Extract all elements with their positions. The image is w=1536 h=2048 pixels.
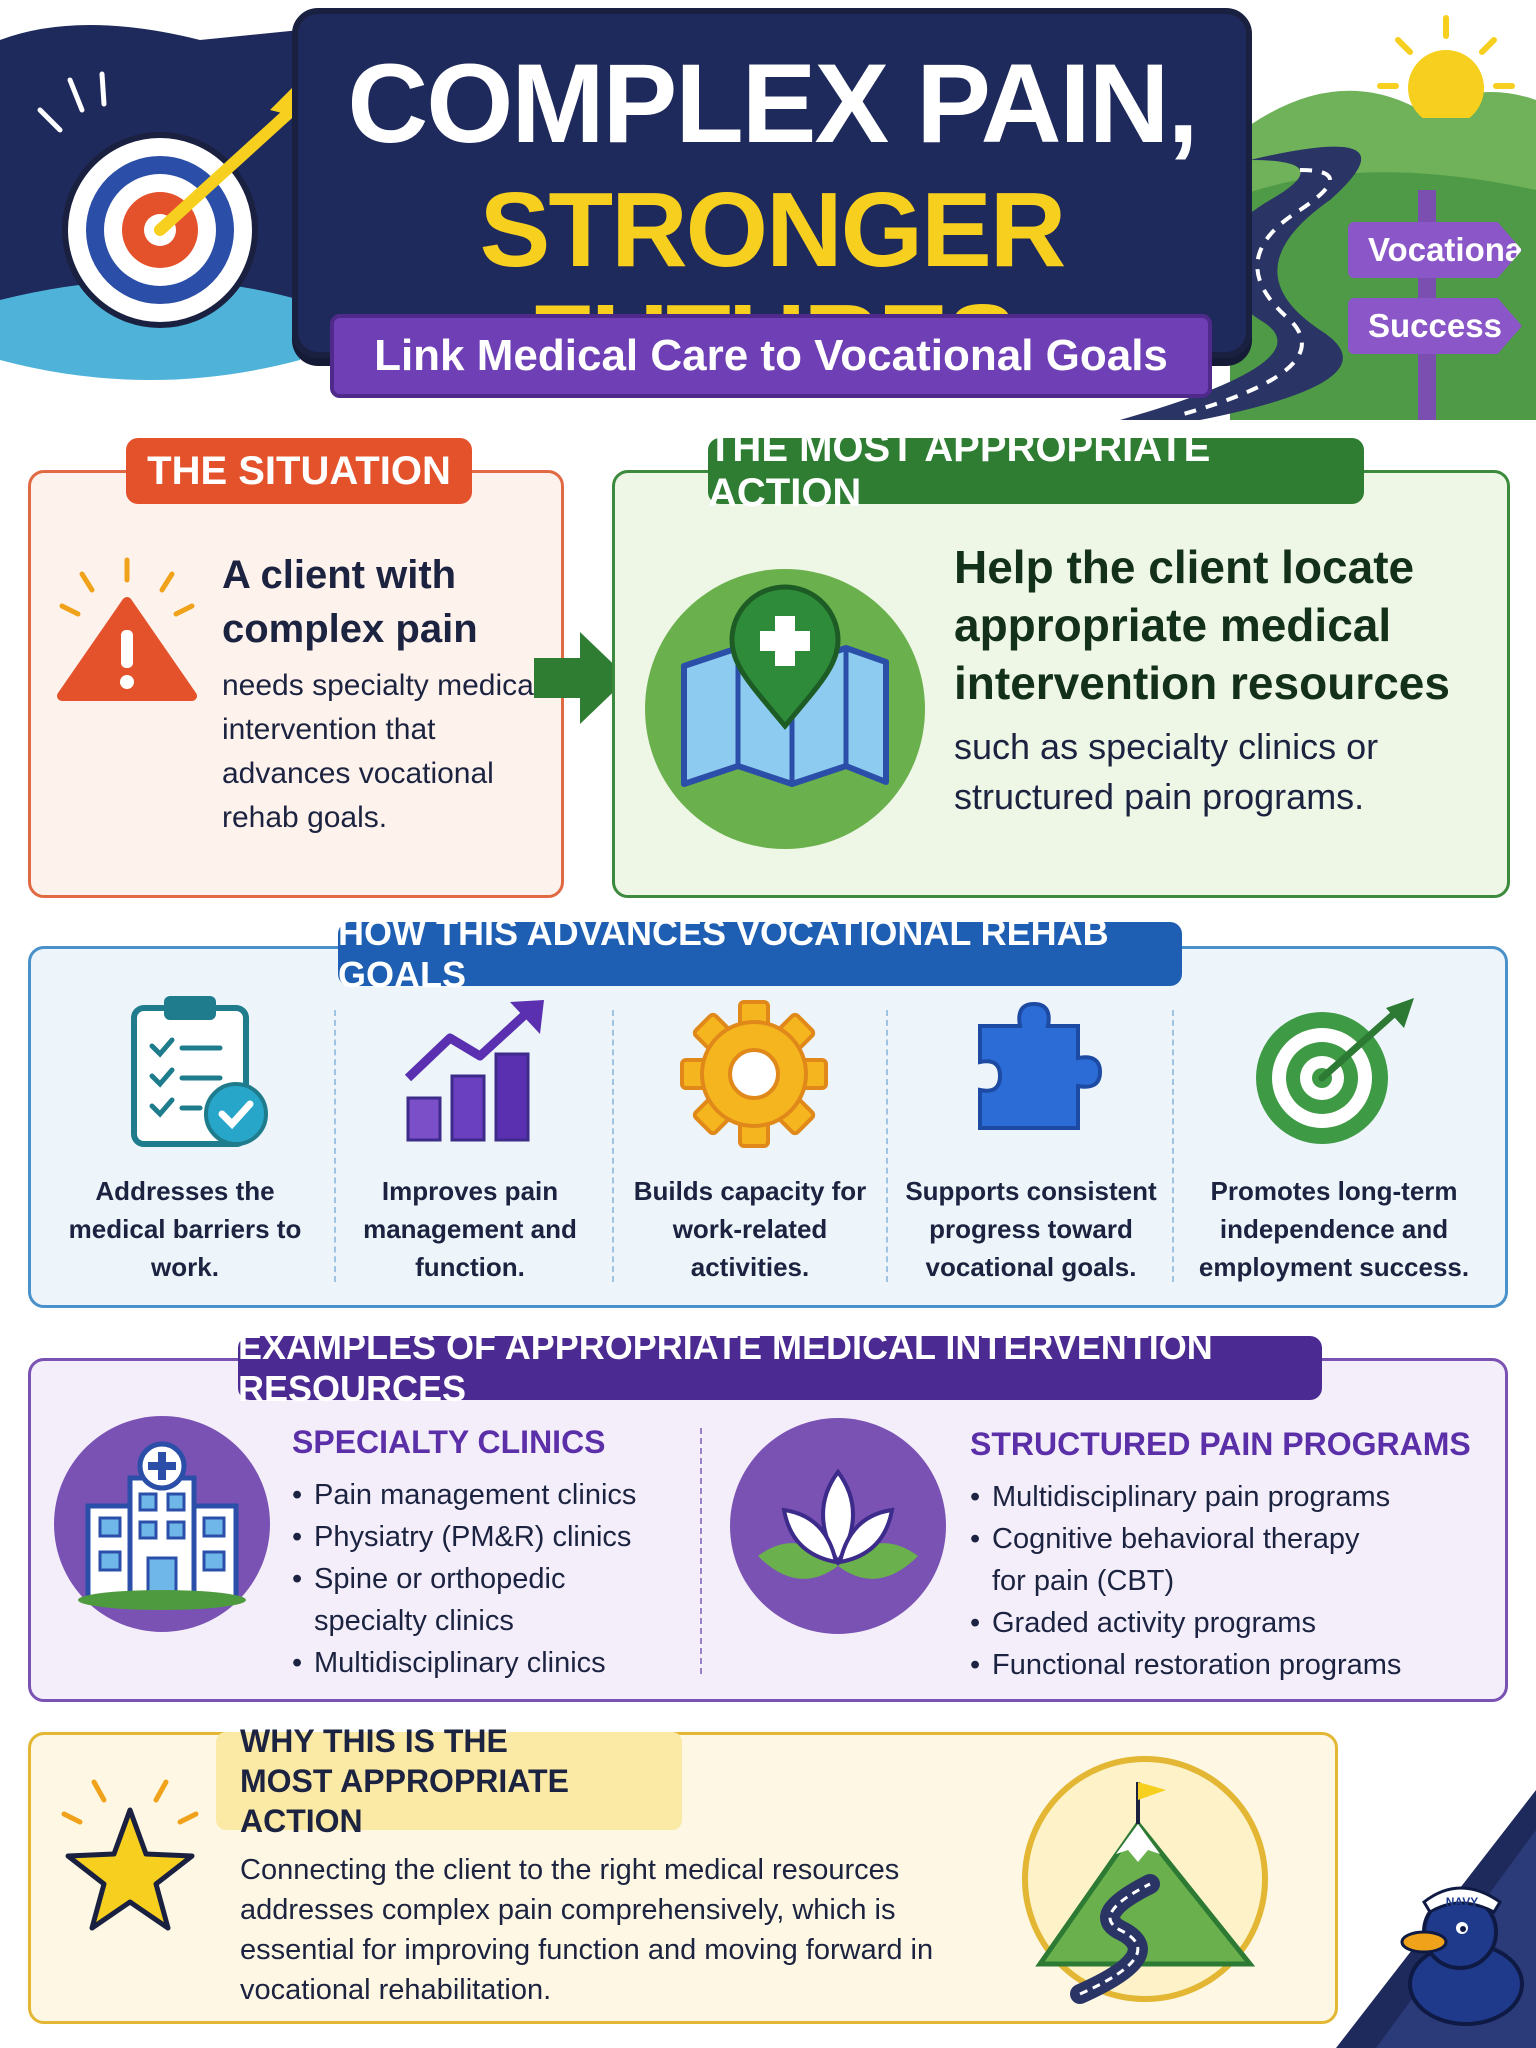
situation-body: needs specialty medical intervention tha… [222, 669, 541, 834]
specialty-clinics-list: Pain management clinics Physiatry (PM&R)… [292, 1474, 672, 1684]
goals-label: HOW THIS ADVANCES VOCATIONAL REHAB GOALS [338, 912, 1182, 995]
map-pin-icon [645, 569, 925, 849]
examples-divider [700, 1428, 702, 1674]
arrow-right-icon [534, 632, 628, 724]
action-label: THE MOST APPROPRIATE ACTION [708, 426, 1364, 515]
duck-mascot-icon: NAVY [1400, 1886, 1524, 2026]
puzzle-piece-icon [978, 1001, 1103, 1130]
list-item: Physiatry (PM&R) clinics [292, 1516, 672, 1558]
list-item: Multidisciplinary pain programs [970, 1476, 1410, 1518]
subtitle-ribbon: Link Medical Care to Vocational Goals [330, 314, 1212, 398]
target-icon [1256, 998, 1414, 1144]
signpost-vocational: Vocational [1348, 222, 1522, 278]
hospital-icon [54, 1416, 270, 1632]
gear-icon [680, 1000, 828, 1148]
goal-text-2: Improves pain management and function. [363, 1176, 577, 1282]
why-label-line2: MOST APPROPRIATE ACTION [240, 1763, 569, 1839]
examples-label: EXAMPLES OF APPROPRIATE MEDICAL INTERVEN… [238, 1326, 1322, 1409]
goal-divider [886, 1010, 888, 1282]
situation-label: THE SITUATION [126, 438, 472, 504]
goal-text-5: Promotes long-term independence and empl… [1198, 1176, 1470, 1282]
why-label: WHY THIS IS THE MOST APPROPRIATE ACTION [216, 1723, 682, 1839]
list-item: Graded activity programs [970, 1602, 1410, 1644]
goal-item-1: Addresses the medical barriers to work. [60, 990, 310, 1290]
bullseye-icon [37, 71, 316, 328]
list-item: Functional restoration programs [970, 1644, 1410, 1686]
sun-icon [1377, 15, 1515, 118]
goal-item-3: Builds capacity for work-related activit… [630, 990, 870, 1290]
list-item: Pain management clinics [292, 1474, 672, 1516]
pain-programs-list: Multidisciplinary pain programs Cognitiv… [970, 1476, 1410, 1686]
goal-divider [1172, 1010, 1174, 1282]
goal-item-2: Improves pain management and function. [350, 990, 590, 1290]
action-heading: Help the client locate appropriate medic… [954, 541, 1450, 709]
goal-divider [612, 1010, 614, 1282]
lotus-icon [730, 1418, 946, 1634]
why-body: Connecting the client to the right medic… [240, 1854, 934, 2006]
title-panel: COMPLEX PAIN, STRONGER FUTURES [292, 8, 1252, 398]
list-item: Multidisciplinary clinics [292, 1642, 672, 1684]
pain-programs-heading: STRUCTURED PAIN PROGRAMS [970, 1426, 1471, 1462]
goal-item-5: Promotes long-term independence and empl… [1184, 990, 1484, 1290]
goal-text-1: Addresses the medical barriers to work. [68, 1176, 302, 1282]
header-banner: COMPLEX PAIN, STRONGER FUTURES Link Medi… [0, 0, 1536, 420]
clipboard-check-icon [131, 996, 268, 1147]
star-icon [61, 1779, 199, 1931]
why-label-line1: WHY THIS IS THE [240, 1723, 508, 1759]
goal-text-3: Builds capacity for work-related activit… [633, 1176, 867, 1282]
action-body: such as specialty clinics or structured … [954, 726, 1379, 817]
goal-divider [334, 1010, 336, 1282]
mountain-flag-icon [1022, 1756, 1268, 2004]
specialty-clinics-heading: SPECIALTY CLINICS [292, 1424, 606, 1460]
signpost-success: Success [1348, 298, 1522, 354]
mascot-hat-text: NAVY [1446, 1895, 1478, 1909]
situation-heading: A client with complex pain [222, 553, 478, 651]
growth-chart-icon [404, 1000, 544, 1142]
list-item: Spine or orthopedic specialty clinics [292, 1558, 614, 1642]
goal-text-4: Supports consistent progress toward voca… [905, 1176, 1157, 1282]
goal-item-4: Supports consistent progress toward voca… [900, 990, 1162, 1290]
page-title-line1: COMPLEX PAIN, [347, 41, 1198, 166]
list-item: Cognitive behavioral therapy for pain (C… [970, 1518, 1382, 1602]
warning-icon [57, 557, 197, 701]
